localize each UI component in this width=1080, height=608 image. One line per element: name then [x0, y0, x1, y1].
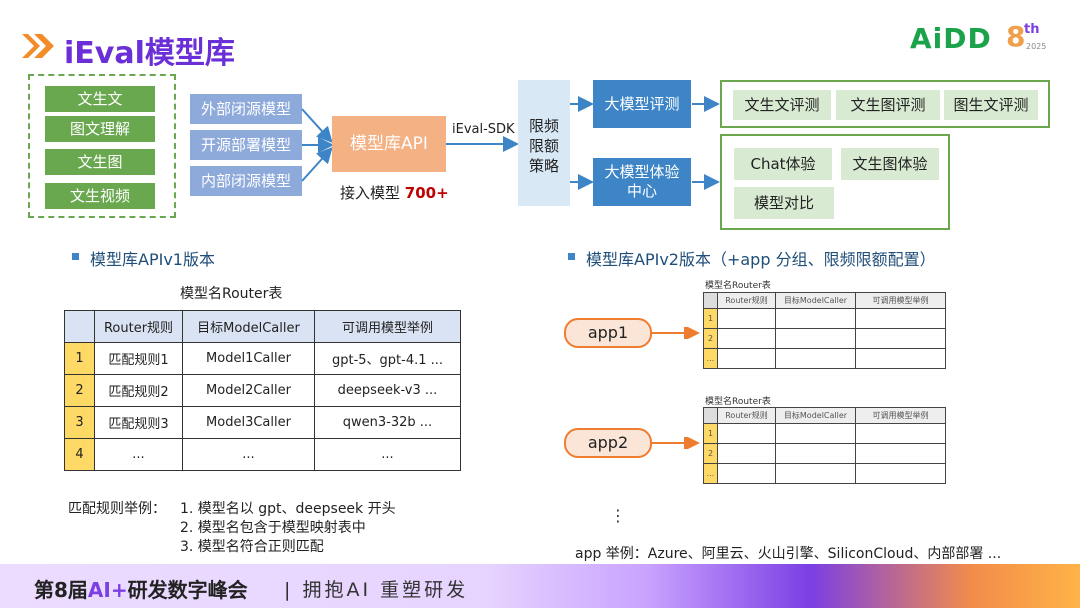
row-caller: Model1Caller [183, 343, 315, 375]
row-rule: ... [95, 439, 183, 471]
eval-image2text: 图生文评测 [944, 90, 1038, 120]
exp-chat: Chat体验 [734, 148, 832, 180]
row-example: qwen3-32b ... [315, 407, 461, 439]
bullet-icon [72, 253, 79, 260]
header-example: 可调用模型举例 [856, 293, 946, 309]
row-caller: Model2Caller [183, 375, 315, 407]
row-index: 3 [65, 407, 95, 439]
app-examples: app 举例：Azure、阿里云、火山引擎、SiliconCloud、内部部署 … [575, 543, 1001, 563]
row-rule: 匹配规则1 [95, 343, 183, 375]
bullet-icon [568, 253, 575, 260]
access-label: 接入模型 [340, 184, 400, 202]
row-example: ... [315, 439, 461, 471]
table-row: 2 [704, 444, 946, 464]
row-rule: 匹配规则3 [95, 407, 183, 439]
model-library-api: 模型库API [332, 116, 446, 172]
table-row: 3 匹配规则3 Model3Caller qwen3-32b ... [65, 407, 461, 439]
app2-button: app2 [564, 428, 652, 458]
header-caller: 目标ModelCaller [183, 311, 315, 343]
experience-label-line2: 中心 [593, 182, 691, 201]
table-row: 2 [704, 329, 946, 349]
llm-eval-box: 大模型评测 [593, 80, 691, 128]
table-row: 2 匹配规则2 Model2Caller deepseek-v3 ... [65, 375, 461, 407]
table-header-row: Router规则 目标ModelCaller 可调用模型举例 [65, 311, 461, 343]
table-row: ... [704, 349, 946, 369]
header-caller: 目标ModelCaller [776, 293, 856, 309]
experience-label-line1: 大模型体验 [593, 163, 691, 182]
row-index: 1 [65, 343, 95, 375]
rule-example-3: 3. 模型名符合正则匹配 [180, 536, 324, 556]
table-header-row: Router规则 目标ModelCaller 可调用模型举例 [704, 408, 946, 424]
table-row: 1 [704, 424, 946, 444]
header-rule: Router规则 [95, 311, 183, 343]
row-index: 4 [65, 439, 95, 471]
sdk-label: iEval-SDK [452, 122, 515, 137]
header-blank [704, 293, 718, 309]
row-index: 2 [65, 375, 95, 407]
header-blank [704, 408, 718, 424]
table-header-row: Router规则 目标ModelCaller 可调用模型举例 [704, 293, 946, 309]
app2-router-table: Router规则 目标ModelCaller 可调用模型举例 1 2 ... [703, 407, 946, 484]
limit-line-3: 策略 [518, 156, 570, 176]
table-row: ... [704, 464, 946, 484]
app1-table-title: 模型名Router表 [705, 278, 771, 291]
v1-router-table: Router规则 目标ModelCaller 可调用模型举例 1 匹配规则1 M… [64, 310, 461, 471]
app2-arrow [652, 437, 704, 449]
header-example: 可调用模型举例 [315, 311, 461, 343]
rule-examples-label: 匹配规则举例： [68, 498, 166, 518]
exp-text2image: 文生图体验 [841, 148, 939, 180]
footer-title-ai: AI+ [88, 578, 128, 602]
row-index: 1 [704, 424, 718, 444]
vertical-ellipsis: ⋮ [610, 506, 626, 525]
row-caller: Model3Caller [183, 407, 315, 439]
table-row: 4 ... ... ... [65, 439, 461, 471]
header-blank [65, 311, 95, 343]
header-rule: Router规则 [718, 408, 776, 424]
footer-title-suffix: 研发数字峰会 [128, 578, 248, 602]
footer-title-prefix: 第8届 [34, 578, 88, 602]
limit-line-2: 限额 [518, 136, 570, 156]
v1-table-title: 模型名Router表 [180, 283, 282, 303]
row-index: 2 [704, 444, 718, 464]
app1-router-table: Router规则 目标ModelCaller 可调用模型举例 1 2 ... [703, 292, 946, 369]
v1-heading: 模型库APIv1版本 [90, 246, 215, 270]
access-count: 700+ [405, 184, 449, 202]
row-index: ... [704, 464, 718, 484]
exp-compare: 模型对比 [734, 187, 834, 219]
table-row: 1 匹配规则1 Model1Caller gpt-5、gpt-4.1 ... [65, 343, 461, 375]
v2-heading: 模型库APIv2版本（+app 分组、限频限额配置） [586, 246, 936, 270]
header-example: 可调用模型举例 [856, 408, 946, 424]
limit-line-1: 限频 [518, 116, 570, 136]
rule-example-1: 1. 模型名以 gpt、deepseek 开头 [180, 498, 396, 518]
app1-button: app1 [564, 318, 652, 348]
app2-table-title: 模型名Router表 [705, 394, 771, 407]
header-rule: Router规则 [718, 293, 776, 309]
table-row: 1 [704, 309, 946, 329]
row-rule: 匹配规则2 [95, 375, 183, 407]
header-caller: 目标ModelCaller [776, 408, 856, 424]
footer-tagline: | 拥抱AI 重塑研发 [284, 575, 468, 602]
row-index: 2 [704, 329, 718, 349]
row-example: deepseek-v3 ... [315, 375, 461, 407]
rate-limit-strategy: 限频 限额 策略 [518, 80, 570, 206]
llm-experience-box: 大模型体验 中心 [593, 158, 691, 206]
row-example: gpt-5、gpt-4.1 ... [315, 343, 461, 375]
row-caller: ... [183, 439, 315, 471]
eval-text2text: 文生文评测 [733, 90, 831, 120]
row-index: ... [704, 349, 718, 369]
app1-arrow [652, 327, 704, 339]
row-index: 1 [704, 309, 718, 329]
rule-example-2: 2. 模型名包含于模型映射表中 [180, 517, 366, 537]
eval-text2image: 文生图评测 [836, 90, 940, 120]
access-summary: 接入模型 700+ [340, 182, 449, 203]
footer-title: 第8届AI+研发数字峰会 [34, 574, 248, 603]
